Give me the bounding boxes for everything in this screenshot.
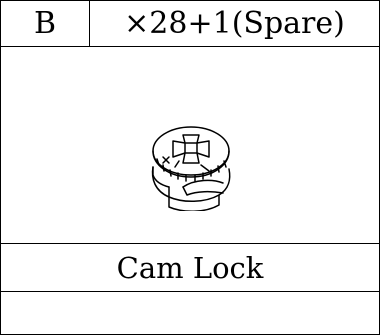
part-notes-row [1,292,379,334]
part-header-row: B ×28+1(Spare) [1,1,379,47]
cam-lock-icon [139,121,244,211]
part-figure-row [1,47,379,244]
part-quantity: ×28+1(Spare) [124,6,345,41]
part-name: Cam Lock [116,250,264,285]
part-name-row: Cam Lock [1,244,379,292]
part-letter: B [1,1,90,46]
